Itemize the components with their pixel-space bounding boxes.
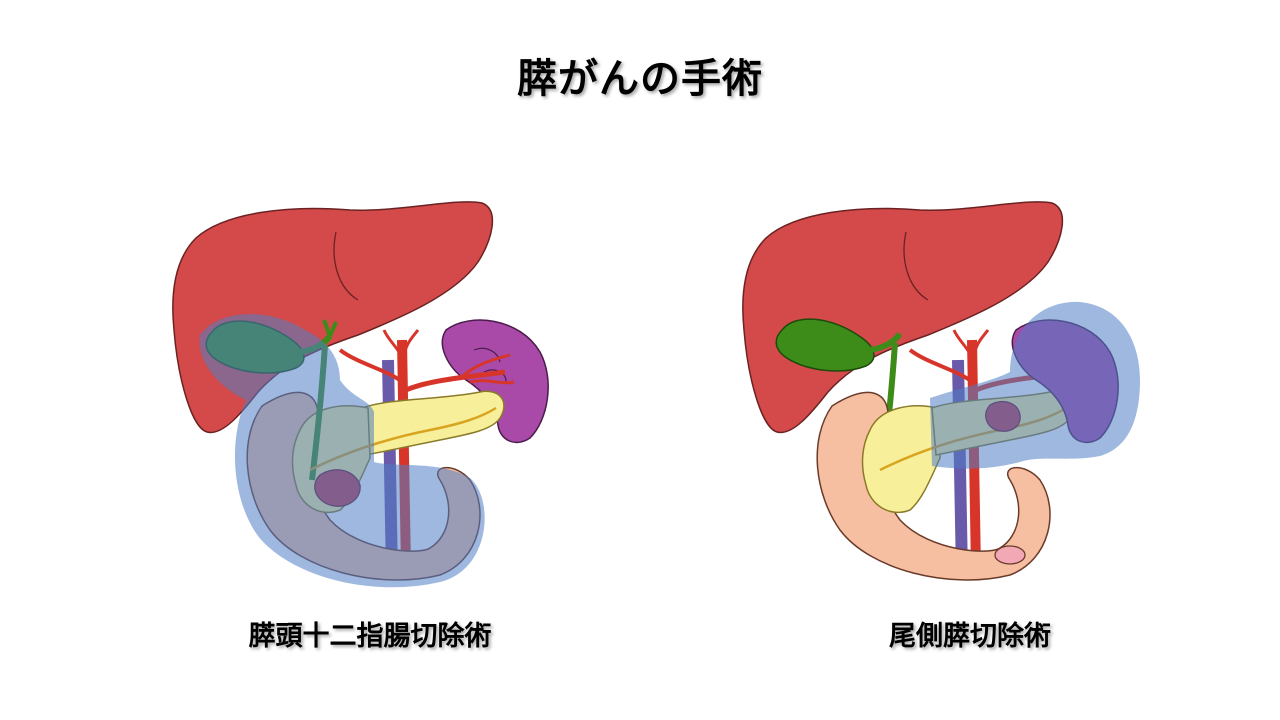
duodenum-opening: [995, 546, 1025, 564]
caption-distal-pancreatectomy: 尾側膵切除術: [770, 614, 1170, 653]
caption-pancreaticoduodenectomy: 膵頭十二指腸切除術: [170, 614, 570, 653]
